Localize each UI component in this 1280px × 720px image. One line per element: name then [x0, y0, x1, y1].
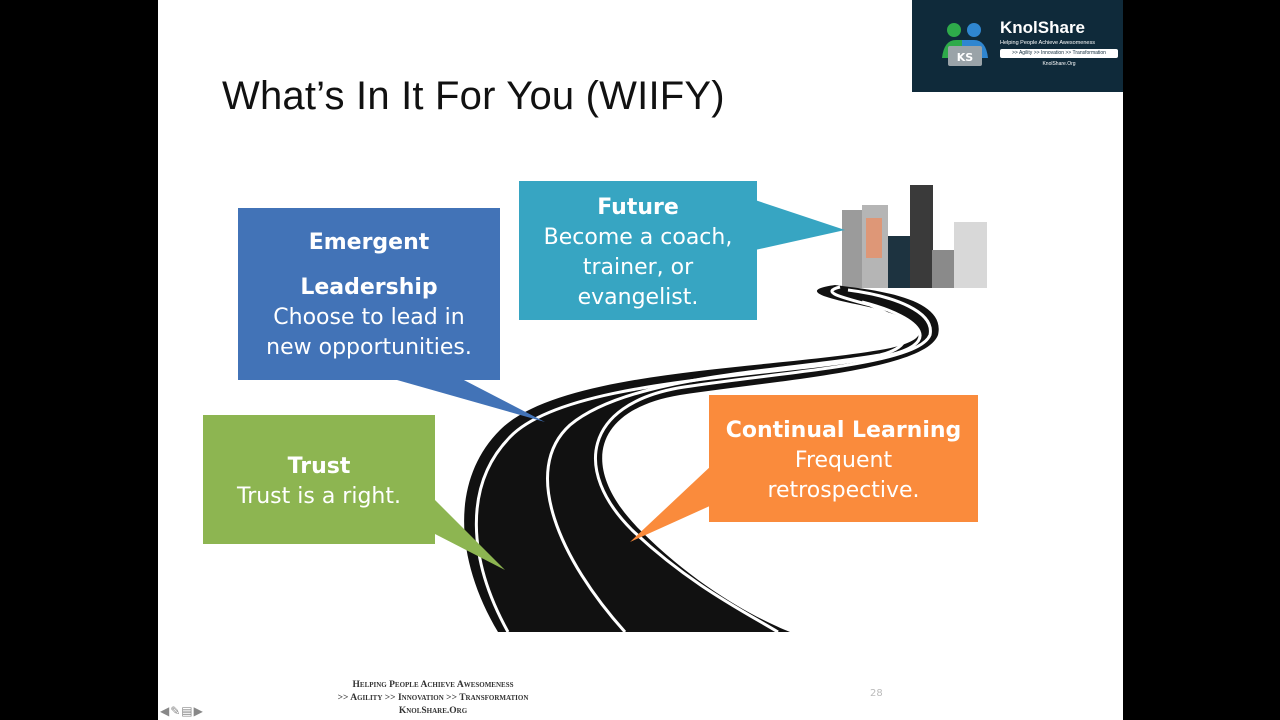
callout-continual-learning: Continual Learning Frequent retrospectiv…: [709, 395, 978, 522]
callout-trust: Trust Trust is a right.: [203, 415, 435, 544]
callout-tail: [425, 490, 505, 570]
arrow-right-icon[interactable]: ▶: [193, 704, 204, 718]
footer-line: KnolShare.Org: [398, 706, 468, 716]
callout-tail: [390, 378, 545, 422]
road-edge-line: [594, 288, 932, 634]
footer-branding: Helping People Achieve Awesomeness >> Ag…: [308, 679, 558, 718]
slide: What’s In It For You (WIIFY) KS KnolShar…: [158, 0, 1123, 720]
road-center-line: [546, 285, 907, 634]
logo-pill: >> Agility >> Innovation >> Transformati…: [1000, 49, 1118, 58]
logo-badge: KS: [957, 51, 974, 64]
callout-emergent-leadership: Emergent Leadership Choose to lead in ne…: [238, 208, 500, 380]
callout-text: Become a coach, trainer, or evangelist.: [543, 225, 733, 310]
slide-nav: ◀✎▤▶: [160, 704, 204, 718]
road-surface: [464, 285, 939, 632]
menu-icon[interactable]: ▤: [181, 704, 194, 718]
callout-heading: Continual Learning: [725, 418, 962, 443]
logo-tagline: Helping People Achieve Awesomeness: [1000, 40, 1095, 46]
arrow-left-icon[interactable]: ◀: [160, 704, 171, 718]
logo-people-icon: KS: [942, 23, 988, 66]
road-edge-line: [474, 300, 922, 633]
callout-text: Trust is a right.: [236, 484, 401, 509]
callout-heading: Leadership: [300, 275, 438, 300]
footer-line: Helping People Achieve Awesomeness: [352, 680, 514, 690]
callout-heading: Future: [597, 195, 679, 220]
callout-heading: Trust: [287, 454, 351, 479]
logo-url: KnolShare.Org: [1042, 61, 1076, 67]
callout-tail: [630, 465, 712, 542]
callout-text: Frequent retrospective.: [767, 448, 920, 503]
callout-future: Future Become a coach, trainer, or evang…: [519, 181, 757, 320]
callout-tail: [755, 200, 845, 250]
slide-title: What’s In It For You (WIIFY): [222, 74, 725, 118]
callout-text: Choose to lead in new opportunities.: [266, 305, 472, 360]
knolshare-logo: KS KnolShare Helping People Achieve Awes…: [912, 0, 1123, 92]
pencil-icon[interactable]: ✎: [170, 704, 182, 718]
road-illustration: [390, 185, 987, 634]
city-skyline-icon: [842, 185, 987, 288]
page-number: 28: [870, 688, 883, 699]
logo-name: KnolShare: [1000, 18, 1086, 37]
callout-heading: Emergent: [308, 230, 430, 255]
footer-line: >> Agility >> Innovation >> Transformati…: [337, 693, 529, 703]
